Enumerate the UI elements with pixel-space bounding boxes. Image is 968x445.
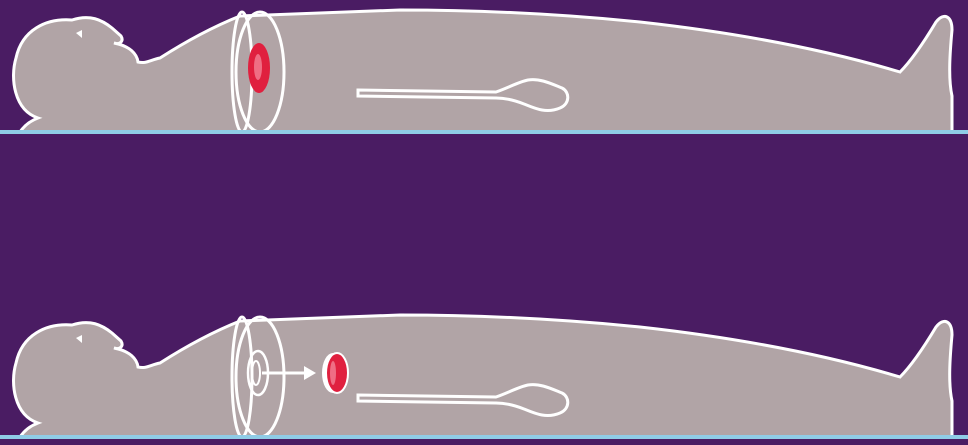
extracted-organ [326,353,348,393]
bottom-panel [0,315,968,439]
table-line [0,130,968,134]
body-silhouette [14,10,952,132]
body-silhouette [14,315,952,437]
top-panel [0,10,968,134]
table-line [0,435,968,439]
organ-highlight [254,54,262,80]
extracted-organ-highlight [330,361,336,385]
